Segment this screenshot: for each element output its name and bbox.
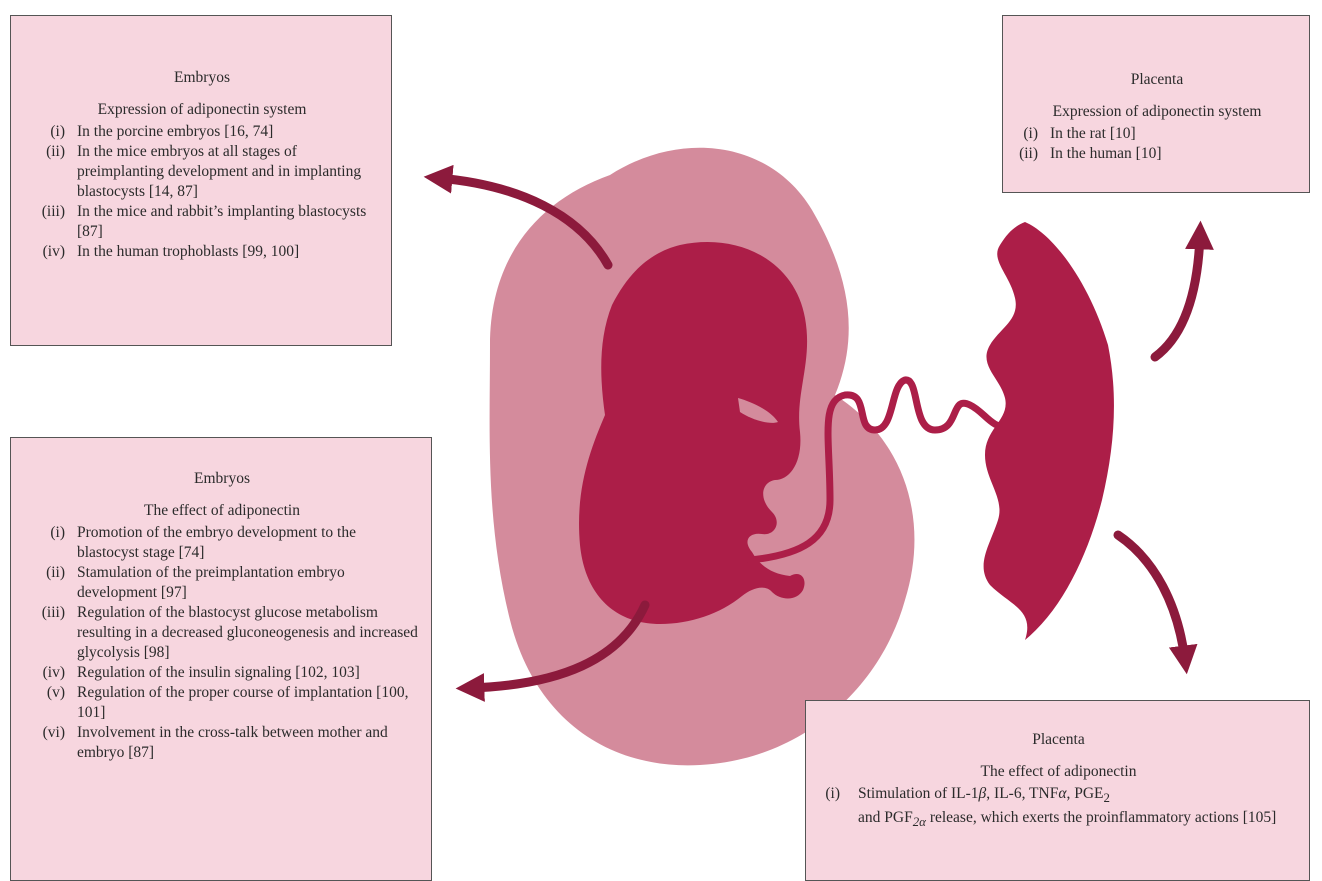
item-text: Regulation of the blastocyst glucose met…: [65, 603, 421, 663]
embryos-expression-box: Embryos Expression of adiponectin system…: [10, 15, 392, 346]
box-subtitle: Expression of adiponectin system: [23, 100, 381, 120]
list-item: (vi)Involvement in the cross-talk betwee…: [23, 723, 421, 763]
list-item: (iv)In the human trophoblasts [99, 100]: [23, 242, 381, 262]
arrow-to-placenta-expression: [1155, 235, 1200, 357]
item-number: (iii): [23, 603, 65, 663]
box-title: Embryos: [23, 469, 421, 489]
box-subtitle: The effect of adiponectin: [23, 501, 421, 521]
text-part: and PGF: [858, 809, 913, 826]
item-text: In the mice embryos at all stages of pre…: [65, 142, 381, 202]
item-number: (i): [23, 523, 65, 563]
text-part: Stimulation of IL-1: [858, 785, 979, 802]
item-text: Regulation of the proper course of impla…: [65, 683, 421, 723]
text-part: release, which exerts the proinflammator…: [926, 809, 1276, 826]
item-number: (i): [1013, 124, 1038, 144]
box-subtitle: Expression of adiponectin system: [1013, 102, 1301, 122]
list-item: (i) Stimulation of IL-1β, IL-6, TNFα, PG…: [818, 784, 1299, 832]
embryos-effect-box: Embryos The effect of adiponectin (i)Pro…: [10, 437, 432, 881]
list-item: (ii)In the mice embryos at all stages of…: [23, 142, 381, 202]
item-text: In the human [10]: [1038, 144, 1301, 164]
subscript: 2α: [913, 814, 926, 829]
list-item: (iv)Regulation of the insulin signaling …: [23, 663, 421, 683]
item-text: Stamulation of the preimplantation embry…: [65, 563, 421, 603]
item-number: (ii): [23, 563, 65, 603]
box-title: Placenta: [818, 730, 1299, 750]
list-item: (iii)Regulation of the blastocyst glucos…: [23, 603, 421, 663]
box-title: Embryos: [23, 68, 381, 88]
box-subtitle: The effect of adiponectin: [818, 762, 1299, 782]
list-item: (i)In the porcine embryos [16, 74]: [23, 122, 381, 142]
subscript: 2: [1104, 790, 1110, 805]
text-part: , IL-6, TNF: [986, 785, 1058, 802]
list-item: (ii)In the human [10]: [1013, 144, 1301, 164]
item-text: Involvement in the cross-talk between mo…: [65, 723, 421, 763]
item-number: (ii): [23, 142, 65, 202]
list-item: (ii)Stamulation of the preimplantation e…: [23, 563, 421, 603]
placenta-shape: [984, 222, 1114, 640]
item-number: (ii): [1013, 144, 1038, 164]
item-number: (vi): [23, 723, 65, 763]
item-text: In the porcine embryos [16, 74]: [65, 122, 381, 142]
item-list: (i) Stimulation of IL-1β, IL-6, TNFα, PG…: [818, 784, 1299, 832]
item-text: In the human trophoblasts [99, 100]: [65, 242, 381, 262]
item-text: In the mice and rabbit’s implanting blas…: [65, 202, 381, 242]
list-item: (i)Promotion of the embryo development t…: [23, 523, 421, 563]
item-text: Promotion of the embryo development to t…: [65, 523, 421, 563]
item-text: Regulation of the insulin signaling [102…: [65, 663, 421, 683]
item-text: In the rat [10]: [1038, 124, 1301, 144]
item-number: (iv): [23, 242, 65, 262]
text-part: , PGE: [1066, 785, 1103, 802]
item-list: (i)In the porcine embryos [16, 74] (ii)I…: [23, 122, 381, 262]
item-number: (iii): [23, 202, 65, 242]
box-title: Placenta: [1013, 70, 1301, 90]
item-number: (v): [23, 683, 65, 723]
item-number: (iv): [23, 663, 65, 683]
item-list: (i)In the rat [10] (ii)In the human [10]: [1013, 124, 1301, 164]
placenta-expression-box: Placenta Expression of adiponectin syste…: [1002, 15, 1310, 193]
item-number: (i): [818, 784, 840, 832]
placenta-effect-box: Placenta The effect of adiponectin (i) S…: [805, 700, 1310, 881]
list-item: (i)In the rat [10]: [1013, 124, 1301, 144]
list-item: (iii)In the mice and rabbit’s implanting…: [23, 202, 381, 242]
list-item: (v)Regulation of the proper course of im…: [23, 683, 421, 723]
item-number: (i): [23, 122, 65, 142]
arrow-to-placenta-effect: [1118, 535, 1185, 660]
item-list: (i)Promotion of the embryo development t…: [23, 523, 421, 763]
